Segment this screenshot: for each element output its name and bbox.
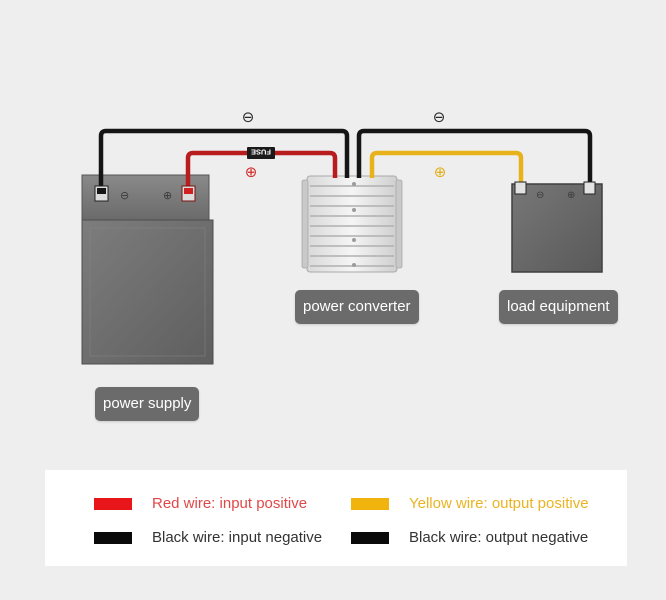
- legend-text-yellow: Yellow wire: output positive: [409, 495, 589, 512]
- legend-text-red: Red wire: input positive: [152, 495, 308, 512]
- black-wire-input-negative: [98, 128, 350, 190]
- load-positive-terminal: [583, 181, 596, 195]
- yellow-wire-output-positive: [369, 150, 524, 188]
- load-equipment: ⊖ ⊕: [511, 183, 603, 273]
- load-body: [511, 183, 603, 273]
- fuse: FUSE: [247, 147, 275, 159]
- power-converter-label: power converter: [295, 290, 419, 324]
- output-negative-symbol: ⊖: [433, 108, 446, 126]
- fuse-label: FUSE: [251, 148, 271, 157]
- power-supply-label: power supply: [95, 387, 200, 421]
- heat-sink-fins: [310, 185, 394, 267]
- yellow-swatch: [351, 498, 389, 510]
- red-swatch: [94, 498, 132, 510]
- load-negative-terminal: [514, 181, 527, 195]
- battery-body: [81, 219, 214, 365]
- input-negative-symbol: ⊖: [242, 108, 255, 126]
- black-wire-output-negative: [356, 128, 593, 188]
- wire-legend: Red wire: input positive Black wire: inp…: [45, 470, 627, 566]
- load-equipment-label: load equipment: [499, 290, 618, 324]
- output-positive-symbol: ⊕: [434, 163, 447, 181]
- power-converter: [301, 175, 403, 273]
- legend-text-black-output: Black wire: output negative: [409, 529, 589, 546]
- battery-positive-terminal: [181, 185, 196, 202]
- load-plus-mark: ⊕: [567, 190, 575, 201]
- battery-plus-mark: ⊕: [163, 189, 172, 202]
- converter-body: [306, 175, 398, 273]
- load-minus-mark: ⊖: [536, 190, 544, 201]
- input-positive-symbol: ⊕: [245, 163, 258, 181]
- black-output-swatch: [351, 532, 389, 544]
- legend-text-black-input: Black wire: input negative: [152, 529, 323, 546]
- power-supply: ⊖ ⊕: [81, 174, 214, 365]
- black-input-swatch: [94, 532, 132, 544]
- battery-minus-mark: ⊖: [120, 189, 129, 202]
- battery-negative-terminal: [94, 185, 109, 202]
